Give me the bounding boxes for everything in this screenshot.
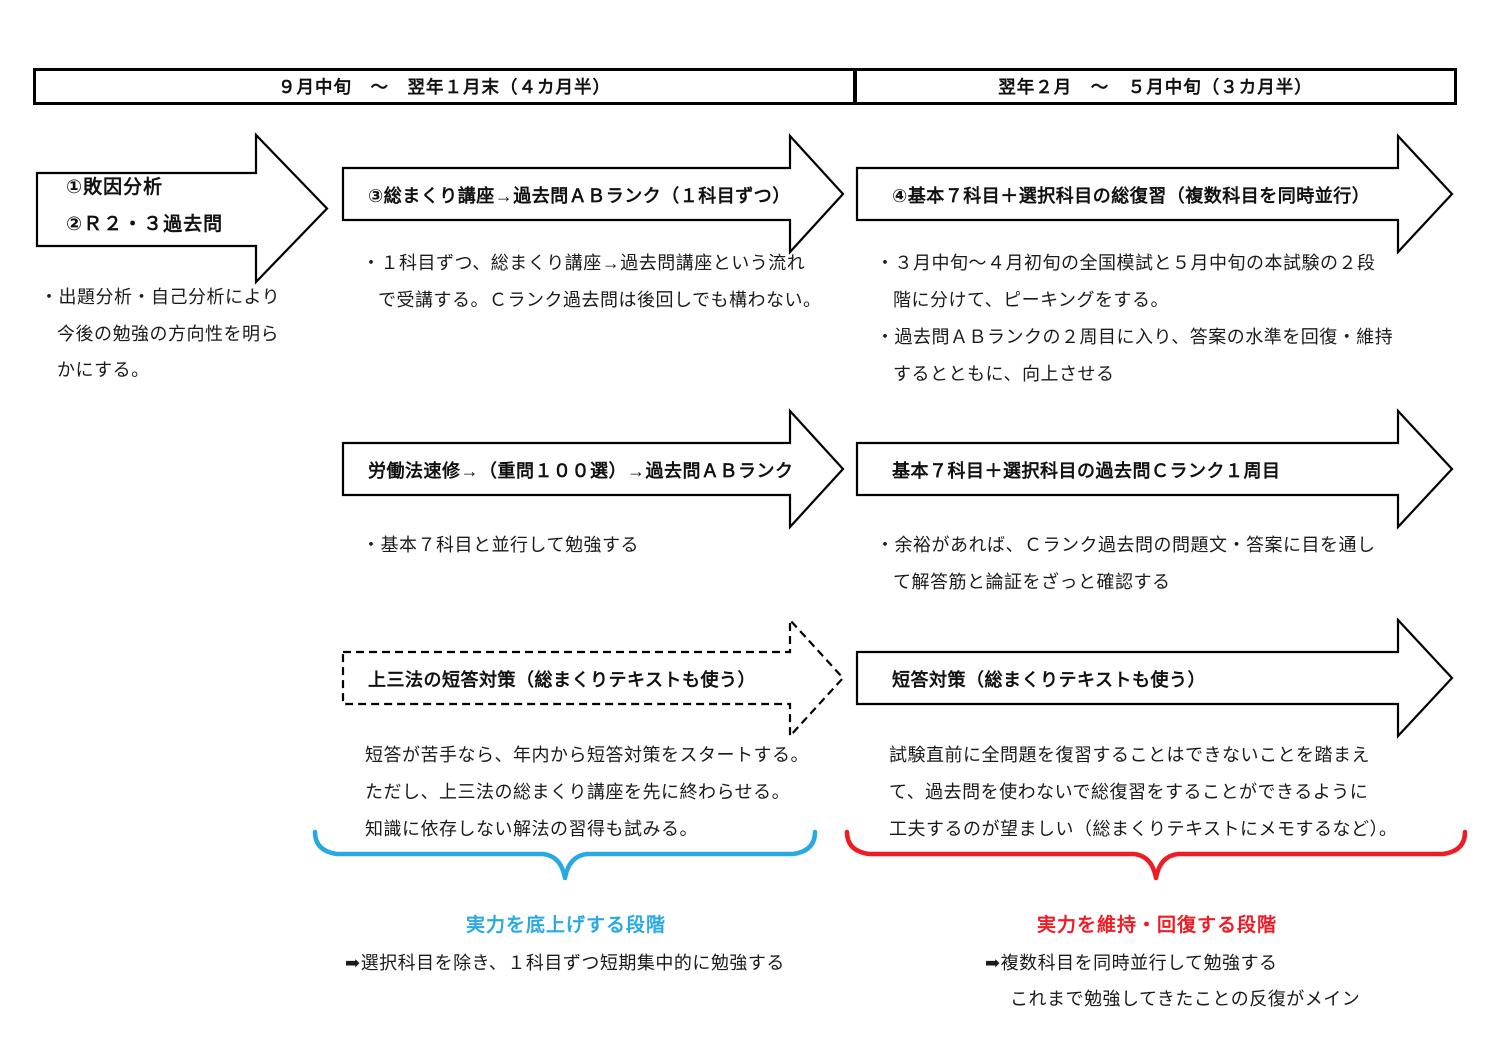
note-line: ・１科目ずつ、総まくり講座→過去問講座という流れ [362, 253, 806, 273]
note-line: これまで勉強してきたことの反復がメイン [1010, 989, 1361, 1009]
phase1-row2-title: 労働法速修→（重問１００選）→過去問ＡＢランク [368, 460, 794, 481]
phase1-row1-notes: ・１科目ずつ、総まくり講座→過去問講座という流れ で受講する。Ｃランク過去問は後… [362, 245, 821, 319]
phase-braces [312, 829, 1468, 881]
note-line: かにする。 [57, 360, 150, 380]
note-line: ただし、上三法の総まくり講座を先に終わらせる。 [365, 782, 791, 802]
phase2-stage-label: 実力を維持・回復する段階 [1036, 915, 1277, 936]
intro-arrow-label: ①敗因分析 ②Ｒ２・３過去問 [66, 169, 223, 243]
phase1-row1-title: ③総まくり講座→過去問ＡＢランク（１科目ずつ） [368, 185, 791, 206]
note-line: 試験直前に全問題を復習することはできないことを踏まえ [889, 745, 1370, 765]
note-line: ➡複数科目を同時並行して勉強する [985, 953, 1278, 973]
note-line: ・過去問ＡＢランクの２周目に入り、答案の水準を回復・維持 [876, 327, 1394, 347]
phase2-row3-title: 短答対策（総まくりテキストも使う） [892, 669, 1206, 690]
phase1-row1-block-arrow-icon [341, 133, 845, 255]
note-line: ・余裕があれば、Ｃランク過去問の問題文・答案に目を通し [876, 535, 1376, 555]
intro-block-arrow-icon [35, 132, 329, 285]
note-line: ・出題分析・自己分析により [40, 287, 281, 307]
note-line: 短答が苦手なら、年内から短答対策をスタートする。 [365, 745, 809, 765]
intro-line-1: ①敗因分析 [66, 177, 164, 198]
note-line: ➡選択科目を除き、１科目ずつ短期集中的に勉強する [345, 953, 785, 973]
timeline-header: ９月中旬 ～ 翌年１月末（４カ月半） 翌年２月 ～ ５月中旬（３カ月半） [33, 68, 1457, 105]
phase2-row1-block-arrow-icon [855, 133, 1454, 255]
note-line: ・３月中旬～４月初旬の全国模試と５月中旬の本試験の２段 [876, 253, 1376, 273]
note-line: ・基本７科目と並行して勉強する [362, 535, 639, 555]
phase2-row1-title: ④基本７科目＋選択科目の総復習（複数科目を同時並行） [892, 185, 1371, 206]
phase1-stage-notes: ➡選択科目を除き、１科目ずつ短期集中的に勉強する [345, 945, 785, 981]
note-line: で受講する。Ｃランク過去問は後回しでも構わない。 [378, 290, 822, 310]
phase2-brace-icon [844, 829, 1468, 881]
phase1-row3-title: 上三法の短答対策（総まくりテキストも使う） [368, 669, 756, 690]
phase1-stage-label: 実力を底上げする段階 [465, 915, 666, 936]
phase2-row2-notes: ・余裕があれば、Ｃランク過去問の問題文・答案に目を通し て解答筋と論証をざっと確… [876, 527, 1376, 601]
phase1-row2-notes: ・基本７科目と並行して勉強する [362, 527, 639, 564]
phase2-row2-title: 基本７科目＋選択科目の過去問Ｃランク１周目 [892, 460, 1281, 481]
phase2-row2-block-arrow-icon [855, 408, 1454, 530]
phase2-stage-notes: ➡複数科目を同時並行して勉強する これまで勉強してきたことの反復がメイン [985, 945, 1360, 1017]
note-line: 今後の勉強の方向性を明ら [57, 323, 279, 344]
intro-notes: ・出題分析・自己分析により 今後の勉強の方向性を明ら かにする。 [40, 279, 280, 389]
phase1-row3-notes: 短答が苦手なら、年内から短答対策をスタートする。 ただし、上三法の総まくり講座を… [365, 737, 809, 848]
note-line: 階に分けて、ピーキングをする。 [893, 290, 1170, 310]
timeline-cell-phase2: 翌年２月 ～ ５月中旬（３カ月半） [998, 77, 1313, 97]
phase1-row3-dashed-block-arrow-icon [341, 617, 845, 739]
note-line: 工夫するのが望ましい（総まくりテキストにメモするなど）。 [889, 819, 1398, 839]
phase2-row3-notes: 試験直前に全問題を復習することはできないことを踏まえ て、過去問を使わないで総復… [889, 737, 1397, 848]
note-line: て解答筋と論証をざっと確認する [893, 572, 1171, 592]
phase2-row1-notes: ・３月中旬～４月初旬の全国模試と５月中旬の本試験の２段 階に分けて、ピーキングを… [876, 245, 1393, 393]
timeline-cell-phase1: ９月中旬 ～ 翌年１月末（４カ月半） [36, 71, 857, 102]
phase2-row3-block-arrow-icon [855, 617, 1454, 739]
intro-line-2: ②Ｒ２・３過去問 [66, 214, 224, 235]
note-line: て、過去問を使わないで総復習をすることができるように [889, 782, 1369, 802]
note-line: するとともに、向上させる [893, 364, 1115, 384]
note-line: 知識に依存しない解法の習得も試みる。 [365, 819, 698, 839]
phase1-brace-icon [312, 829, 818, 881]
phase1-row2-block-arrow-icon [341, 408, 845, 530]
